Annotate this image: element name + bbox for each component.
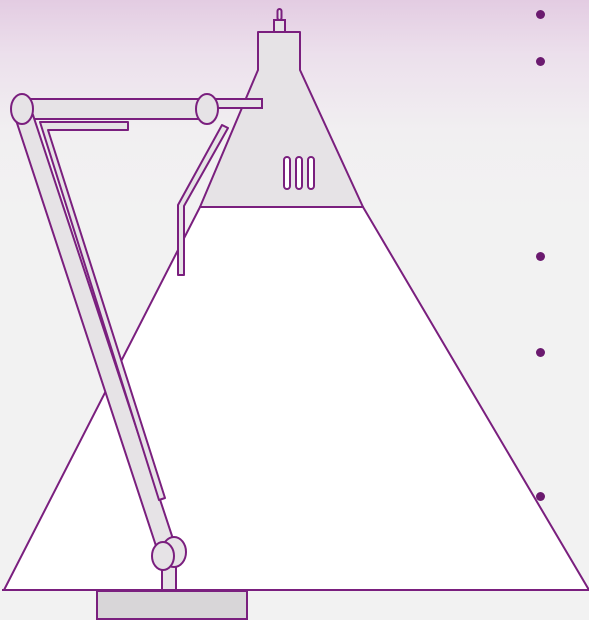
bullet-icon (536, 10, 545, 19)
lamp-switch-icon (273, 8, 286, 33)
bullet-icon (536, 57, 545, 66)
bullet-icon (536, 252, 545, 261)
bullet-icon (536, 492, 545, 501)
right-joint (195, 93, 219, 125)
lamp-shade (199, 31, 364, 208)
lamp-upper-arm (21, 98, 209, 120)
bottom-joint (151, 541, 175, 571)
vent-icon (283, 156, 315, 190)
spring (39, 121, 166, 501)
left-joint (10, 93, 34, 125)
lamp-base (96, 590, 248, 620)
bullet-list (536, 0, 589, 620)
bullet-icon (536, 348, 545, 357)
shade-rod (177, 124, 229, 276)
